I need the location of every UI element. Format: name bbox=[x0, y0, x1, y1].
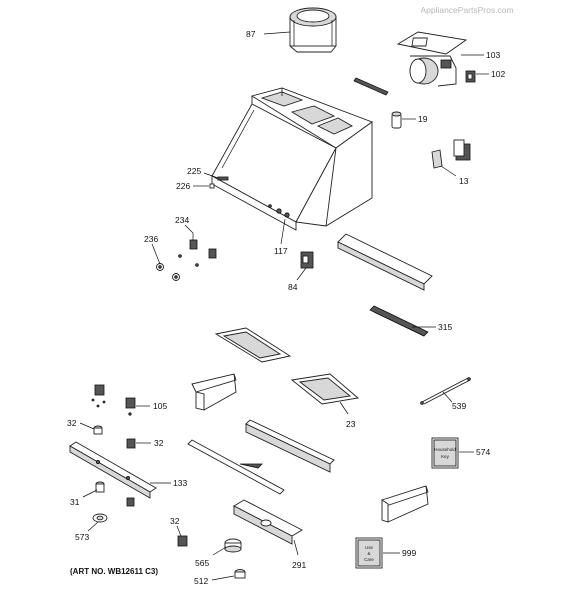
part-32-socket-c[interactable] bbox=[177, 535, 188, 547]
callout-32b: 32 bbox=[154, 438, 164, 448]
part-32-socket-a[interactable] bbox=[93, 425, 103, 435]
part-socket-upper[interactable] bbox=[91, 384, 106, 408]
callout-117: 117 bbox=[274, 246, 288, 256]
part-565-knob[interactable] bbox=[224, 538, 242, 553]
callout-133: 133 bbox=[173, 478, 187, 488]
leader-234 bbox=[184, 224, 194, 234]
manual-line-3: Care bbox=[364, 557, 374, 562]
callout-574: 574 bbox=[476, 447, 490, 457]
leader-539 bbox=[442, 391, 453, 403]
leader-117 bbox=[280, 218, 286, 245]
art-number: (ART NO. WB12611 C3) bbox=[70, 567, 158, 576]
callout-105: 105 bbox=[153, 401, 167, 411]
callout-23: 23 bbox=[346, 419, 356, 429]
callout-539: 539 bbox=[452, 401, 466, 411]
part-133-lamp-bar[interactable] bbox=[69, 441, 157, 499]
part-103-blower-housing[interactable] bbox=[396, 31, 468, 87]
part-574-key-card[interactable]: Household Key bbox=[431, 437, 459, 469]
part-539-rod[interactable] bbox=[420, 377, 471, 405]
part-999-use-care-manual[interactable]: Use & Care bbox=[355, 537, 383, 569]
callout-32c: 32 bbox=[170, 516, 180, 526]
part-main-hood-body[interactable] bbox=[211, 87, 373, 231]
leader-31 bbox=[82, 489, 98, 498]
part-19-lamp[interactable] bbox=[391, 111, 402, 129]
callout-226: 226 bbox=[176, 181, 190, 191]
callout-87: 87 bbox=[246, 29, 256, 39]
part-rear-rail[interactable] bbox=[337, 233, 433, 291]
callout-573: 573 bbox=[75, 532, 89, 542]
leader-573 bbox=[87, 521, 99, 532]
watermark-text: AppliancePartsPros.com bbox=[420, 5, 513, 15]
leader-13 bbox=[440, 165, 457, 177]
part-315-filter-strip[interactable] bbox=[369, 305, 429, 337]
leader-225 bbox=[203, 172, 219, 179]
part-13-switch-and-cover[interactable] bbox=[431, 139, 471, 169]
leader-84 bbox=[296, 267, 307, 281]
part-236-knobs[interactable] bbox=[156, 263, 180, 281]
part-105-lamp-socket[interactable] bbox=[125, 397, 136, 416]
part-291-tray[interactable] bbox=[233, 499, 303, 545]
key-card-line-1: Household bbox=[434, 447, 456, 452]
part-84-light-switch[interactable] bbox=[300, 251, 314, 269]
part-87-blower-fan[interactable] bbox=[289, 7, 337, 53]
leader-87 bbox=[263, 31, 291, 35]
callout-291: 291 bbox=[292, 560, 306, 570]
callout-19: 19 bbox=[418, 114, 428, 124]
callout-565: 565 bbox=[195, 558, 209, 568]
part-mount-bracket-right[interactable] bbox=[381, 485, 429, 523]
callout-236: 236 bbox=[144, 234, 158, 244]
part-grille-strip[interactable] bbox=[353, 77, 389, 96]
callout-512: 512 bbox=[194, 576, 208, 586]
callout-103: 103 bbox=[486, 50, 500, 60]
part-226-small-clip[interactable] bbox=[209, 183, 215, 189]
part-102-motor-bracket[interactable] bbox=[465, 70, 476, 83]
key-card-line-2: Key bbox=[441, 454, 450, 459]
callout-13: 13 bbox=[459, 176, 469, 186]
leader-236 bbox=[151, 243, 161, 265]
leader-23 bbox=[339, 401, 349, 415]
part-mount-bracket-left[interactable] bbox=[191, 373, 237, 411]
callout-32a: 32 bbox=[67, 418, 77, 428]
callout-31: 31 bbox=[70, 497, 80, 507]
leader-32a bbox=[79, 422, 95, 430]
leader-291 bbox=[293, 539, 299, 556]
callout-999: 999 bbox=[402, 548, 416, 558]
part-front-channel-upper[interactable] bbox=[245, 419, 335, 473]
callout-315: 315 bbox=[438, 322, 452, 332]
part-filter-frame-upper[interactable] bbox=[214, 327, 292, 363]
leader-512 bbox=[211, 575, 235, 581]
callout-102: 102 bbox=[491, 69, 505, 79]
callout-225: 225 bbox=[187, 166, 201, 176]
part-23-filter-frame[interactable] bbox=[290, 373, 360, 405]
manual-line-2: & bbox=[367, 551, 370, 556]
manual-line-1: Use bbox=[365, 545, 373, 550]
part-31-socket[interactable] bbox=[95, 481, 135, 507]
callout-84: 84 bbox=[288, 282, 298, 292]
part-32-socket-b[interactable] bbox=[126, 438, 136, 449]
part-573-lens-ring[interactable] bbox=[92, 513, 108, 523]
leader-565 bbox=[212, 546, 227, 556]
part-front-channel-lower[interactable] bbox=[187, 439, 285, 495]
leader-32c bbox=[176, 525, 182, 537]
callout-234: 234 bbox=[175, 215, 189, 225]
part-234-switches[interactable] bbox=[178, 233, 217, 267]
part-512-lamp[interactable] bbox=[234, 569, 246, 579]
